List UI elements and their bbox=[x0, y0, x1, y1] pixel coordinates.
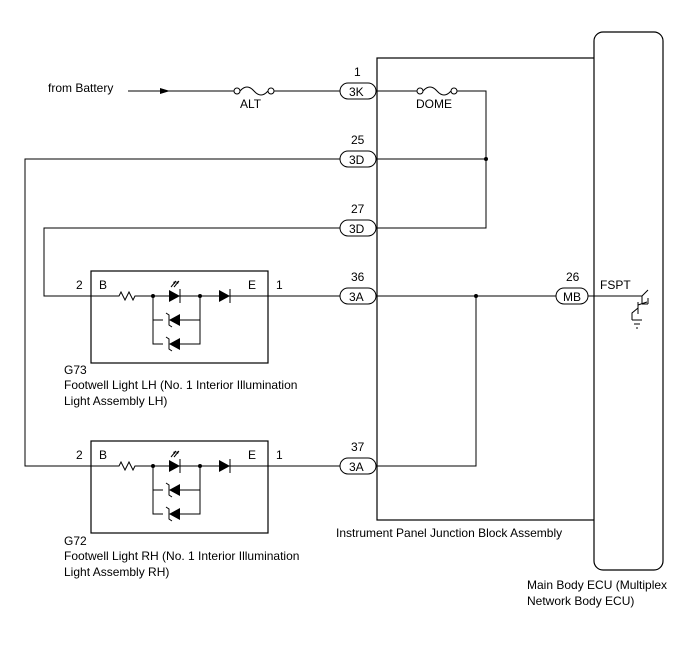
pin-36-label: 36 bbox=[351, 270, 365, 284]
ecu-connector-label: MB bbox=[563, 290, 581, 304]
connector-3a-37 bbox=[339, 457, 377, 475]
ecu-transistor-icon bbox=[601, 289, 649, 304]
ecu-box bbox=[593, 31, 664, 571]
footwell-light-lh-led-icon bbox=[90, 280, 272, 352]
footwell-rh-term-e: E bbox=[248, 448, 256, 462]
alt-fuse-icon bbox=[239, 86, 269, 96]
connector-3k bbox=[339, 82, 377, 100]
footwell-lh-term-b: B bbox=[99, 278, 107, 292]
connector-3d-27-label: 3D bbox=[349, 222, 365, 236]
ecu-name-2: Network Body ECU) bbox=[527, 594, 634, 608]
footwell-rh-pin-b: 2 bbox=[76, 448, 83, 462]
pin-27-label: 27 bbox=[351, 202, 365, 216]
connector-3a-36-label: 3A bbox=[349, 290, 364, 304]
connector-3d-25-label: 3D bbox=[349, 153, 365, 167]
footwell-rh-name-1: Footwell Light RH (No. 1 Interior Illumi… bbox=[64, 549, 299, 563]
footwell-lh-name-2: Light Assembly LH) bbox=[64, 394, 167, 408]
ecu-terminal-label: FSPT bbox=[600, 278, 631, 292]
footwell-lh-name-1: Footwell Light LH (No. 1 Interior Illumi… bbox=[64, 378, 297, 392]
ecu-name-1: Main Body ECU (Multiplex bbox=[527, 578, 667, 592]
connector-mb bbox=[555, 287, 589, 305]
junction-block-box bbox=[376, 57, 602, 521]
footwell-rh-name-2: Light Assembly RH) bbox=[64, 565, 169, 579]
footwell-light-lh-box bbox=[90, 270, 269, 364]
dome-fuse-icon bbox=[422, 86, 452, 96]
junction-block-label: Instrument Panel Junction Block Assembly bbox=[336, 526, 562, 540]
footwell-rh-code: G72 bbox=[64, 534, 87, 548]
pin-25-label: 25 bbox=[351, 133, 365, 147]
dome-fuse-label: DOME bbox=[416, 97, 452, 111]
footwell-lh-code: G73 bbox=[64, 363, 87, 377]
footwell-light-rh-led-icon bbox=[90, 450, 272, 522]
alt-fuse-label: ALT bbox=[240, 97, 262, 111]
connector-3a-37-label: 3A bbox=[349, 460, 364, 474]
footwell-rh-term-b: B bbox=[99, 448, 107, 462]
footwell-rh-pin-e: 1 bbox=[276, 448, 283, 462]
source-label: from Battery bbox=[48, 81, 113, 95]
battery-arrow-icon bbox=[160, 88, 170, 94]
connector-3a-36 bbox=[339, 287, 377, 305]
footwell-light-rh-box bbox=[90, 440, 269, 534]
pin-1-label: 1 bbox=[354, 65, 361, 79]
ecu-pin-label: 26 bbox=[566, 270, 580, 284]
footwell-lh-pin-b: 2 bbox=[76, 278, 83, 292]
connector-3d-25 bbox=[339, 150, 377, 168]
pin-37-label: 37 bbox=[351, 440, 365, 454]
connector-3k-label: 3K bbox=[349, 85, 364, 99]
footwell-lh-pin-e: 1 bbox=[276, 278, 283, 292]
connector-3d-27 bbox=[339, 219, 377, 237]
footwell-lh-term-e: E bbox=[248, 278, 256, 292]
alt-fuse-left-terminal bbox=[233, 87, 241, 95]
